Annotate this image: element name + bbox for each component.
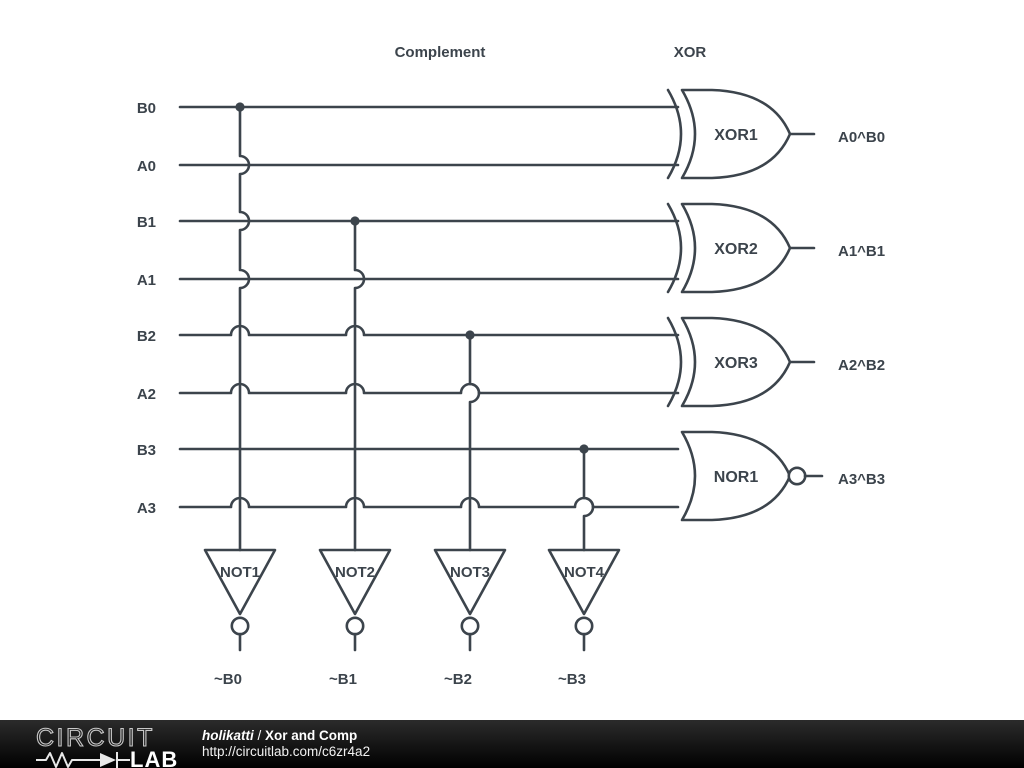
xor1-back-arc [666, 88, 683, 180]
nor1-body [680, 430, 792, 522]
wire-a3 [178, 496, 680, 509]
not4-inversion-bubble [574, 616, 594, 636]
output-label-a3xb3: A3^B3 [838, 471, 885, 488]
not3-triangle [433, 548, 507, 616]
input-label-b3: B3 [137, 442, 156, 459]
footer-url[interactable]: http://circuitlab.com/c6zr4a2 [202, 744, 371, 759]
gate-label-not3: NOT3 [450, 564, 490, 581]
input-label-a0: A0 [137, 158, 156, 175]
xor2-back-arc [666, 202, 683, 294]
logo-word-circuit: CIRCUIT [36, 724, 155, 752]
output-label-notb1: ~B1 [329, 671, 357, 688]
not2-inversion-bubble [345, 616, 365, 636]
gate-xor1[interactable]: XOR1 [666, 88, 816, 180]
not1-inversion-bubble [230, 616, 250, 636]
input-label-a2: A2 [137, 386, 156, 403]
output-label-a1xb1: A1^B1 [838, 243, 885, 260]
section-header-complement: Complement [395, 44, 486, 61]
circuitlab-logo-svg: CIRCUIT LAB [35, 723, 178, 768]
xor2-body [680, 202, 792, 294]
input-label-b1: B1 [137, 214, 156, 231]
wire-not1-drop [238, 105, 251, 552]
input-label-b2: B2 [137, 328, 156, 345]
not2-triangle [318, 548, 392, 616]
logo-word-lab: LAB [130, 747, 178, 768]
gate-label-not1: NOT1 [220, 564, 260, 581]
nor1-inversion-bubble [787, 466, 807, 486]
xor1-body [680, 88, 792, 180]
gate-xor3[interactable]: XOR3 [666, 316, 816, 408]
output-label-notb2: ~B2 [444, 671, 472, 688]
gate-label-nor1: NOR1 [714, 469, 759, 486]
wire-b2 [178, 324, 680, 337]
footer-project-name[interactable]: Xor and Comp [265, 728, 358, 744]
gate-nor1[interactable]: NOR1 [680, 430, 824, 522]
output-label-a2xb2: A2^B2 [838, 357, 885, 374]
wire-not2-drop [353, 219, 366, 552]
gate-label-not4: NOT4 [564, 564, 605, 581]
not3-inversion-bubble [460, 616, 480, 636]
gate-not1[interactable]: NOT1 [203, 548, 277, 652]
input-label-b0: B0 [137, 100, 156, 117]
not1-triangle [203, 548, 277, 616]
output-label-notb3: ~B3 [558, 671, 586, 688]
circuit-schematic: Complement XOR B0 A0 B1 A1 B2 A2 B3 A3 [137, 44, 885, 688]
circuitlab-logo[interactable]: CIRCUIT LAB [0, 720, 196, 768]
circuitlab-footer-bar: CIRCUIT LAB holikatti / Xor and Comp htt… [0, 720, 1024, 768]
input-label-a3: A3 [137, 500, 156, 517]
gate-xor2[interactable]: XOR2 [666, 202, 816, 294]
gate-label-xor1: XOR1 [714, 127, 758, 144]
output-label-notb0: ~B0 [214, 671, 242, 688]
gate-not4[interactable]: NOT4 [547, 548, 621, 652]
output-label-a0xb0: A0^B0 [838, 129, 885, 146]
wire-not4-drop [582, 447, 595, 552]
footer-title-line: holikatti / Xor and Comp [202, 728, 1024, 744]
logo-resistor-diode-icon [36, 752, 130, 768]
wire-a2 [178, 382, 680, 395]
schematic-canvas: Complement XOR B0 A0 B1 A1 B2 A2 B3 A3 [136, 44, 886, 688]
gate-label-xor3: XOR3 [714, 355, 758, 372]
footer-text-block: holikatti / Xor and Comp http://circuitl… [196, 728, 1024, 760]
section-header-xor: XOR [674, 44, 707, 61]
gate-not2[interactable]: NOT2 [318, 548, 392, 652]
gate-label-xor2: XOR2 [714, 241, 758, 258]
footer-separator: / [253, 728, 266, 744]
xor3-body [680, 316, 792, 408]
input-label-a1: A1 [137, 272, 156, 289]
xor3-back-arc [666, 316, 683, 408]
gate-label-not2: NOT2 [335, 564, 375, 581]
gate-not3[interactable]: NOT3 [433, 548, 507, 652]
not4-triangle [547, 548, 621, 616]
wire-not3-drop [468, 333, 481, 552]
footer-username[interactable]: holikatti [202, 728, 254, 744]
